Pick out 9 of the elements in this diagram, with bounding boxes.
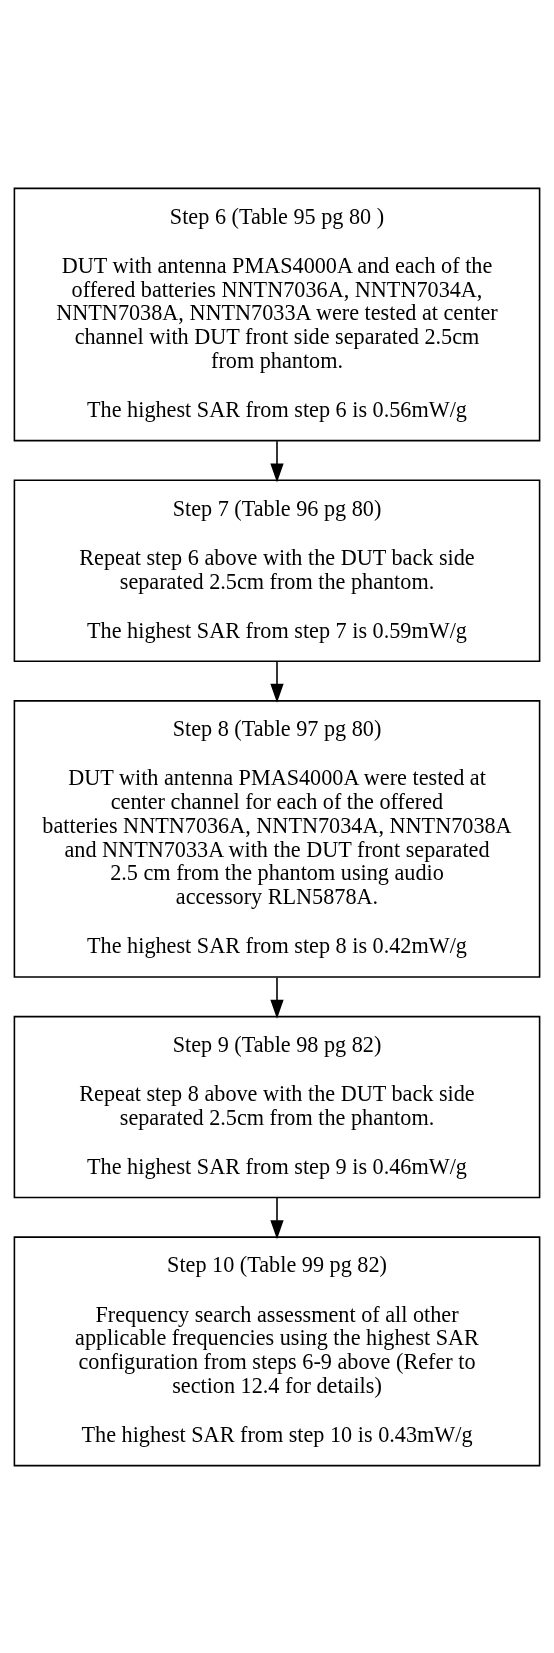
arrow: [270, 660, 284, 703]
arrow: [270, 976, 284, 1019]
node-box: Step 6 (Table 95 pg 80 ) DUT with antenna PMAS4000A and each of the offered batteries NNTN7036A, NNTN7034A, NNTN7038A, NNTN7033A were tested at center channel with DUT front side separated 2.5cm from phantom. The highest SAR from step 6 is 0.56mW/g: [13, 187, 541, 441]
node-box: Step 7 (Table 96 pg 80) Repeat step 6 above with the DUT back side separated 2.5cm from the phantom. The highest SAR from step 7 is 0.59mW/g: [13, 479, 541, 662]
node-box: Step 10 (Table 99 pg 82) Frequency search assessment of all other applicable frequencies using the highest SAR configuration from steps 6-9 above (Refer to section 12.4 for details) The highest SAR from step 10 is 0.43mW/g: [13, 1235, 541, 1466]
node-box: Step 8 (Table 97 pg 80) DUT with antenna PMAS4000A were tested at center channel for each of the offered batteries NNTN7036A, NNTN7034A, NNTN7038A and NNTN7033A with the DUT front separated 2.5 cm from the phantom using audio accessory RLN5878A. The highest SAR from step 8 is 0.42mW/g: [13, 699, 541, 978]
arrow: [270, 439, 284, 483]
node-box: Step 9 (Table 98 pg 82) Repeat step 8 above with the DUT back side separated 2.5cm from the phantom. The highest SAR from step 9 is 0.46mW/g: [13, 1015, 541, 1198]
arrow: [270, 1196, 284, 1239]
